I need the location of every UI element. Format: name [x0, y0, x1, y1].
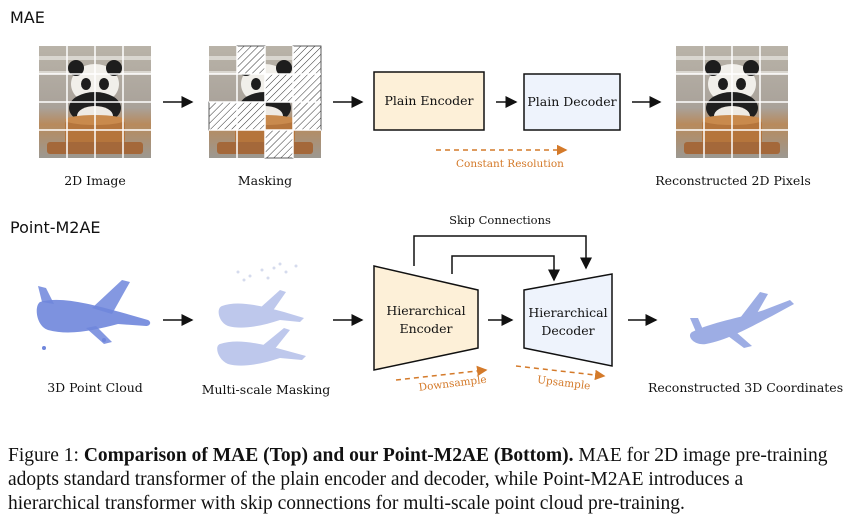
plain-encoder-box [373, 71, 485, 131]
encoder-label-line1: Hierarchical [386, 303, 466, 318]
mae-section-title: MAE [10, 8, 45, 27]
plain-encoder-label: Plain Encoder [384, 93, 474, 108]
hierarchical-encoder-label: Hierarchical Encoder [374, 302, 478, 338]
point-cloud-label: 3D Point Cloud [47, 380, 143, 395]
downsample-arrow [395, 365, 488, 381]
caption-prefix: Figure 1: [8, 445, 84, 466]
caption-bold: Comparison of MAE (Top) and our Point-M2… [83, 445, 574, 466]
point-m2ae-section-title: Point-M2AE [10, 218, 101, 237]
skip-connection-outer [413, 235, 592, 270]
encoder-label-line2: Encoder [399, 321, 453, 336]
point-cloud-input [36, 280, 151, 350]
point-cloud-reconstructed [689, 292, 794, 348]
hierarchical-decoder-shape [523, 273, 613, 367]
multiscale-masked-cloud [217, 262, 306, 366]
plain-decoder-label: Plain Decoder [527, 94, 617, 109]
skip-connection-inner [451, 255, 560, 282]
m2ae-output-label: Reconstructed 3D Coordinates [648, 380, 843, 395]
figure-graphics [36, 45, 794, 381]
decoder-label-line2: Decoder [541, 323, 595, 338]
plain-decoder-box [523, 73, 621, 131]
mae-image-label: 2D Image [64, 173, 126, 188]
caption-rest: MAE for 2D image pre-training adopts sta… [8, 445, 828, 514]
hierarchical-encoder-shape [373, 265, 479, 371]
hierarchical-decoder-label: Hierarchical Decoder [524, 304, 612, 340]
mae-masked-image [208, 45, 322, 159]
decoder-label-line1: Hierarchical [528, 305, 608, 320]
mae-reconstructed-image [676, 46, 788, 158]
mae-input-image [39, 46, 151, 158]
mae-masking-label: Masking [237, 173, 293, 188]
upsample-arrow [515, 365, 606, 381]
figure-caption: Figure 1: Comparison of MAE (Top) and ou… [8, 444, 834, 516]
mae-output-label: Reconstructed 2D Pixels [655, 173, 811, 188]
multiscale-masking-label: Multi-scale Masking [201, 382, 331, 397]
constant-resolution-label: Constant Resolution [456, 158, 564, 170]
skip-connections-label: Skip Connections [449, 213, 551, 227]
